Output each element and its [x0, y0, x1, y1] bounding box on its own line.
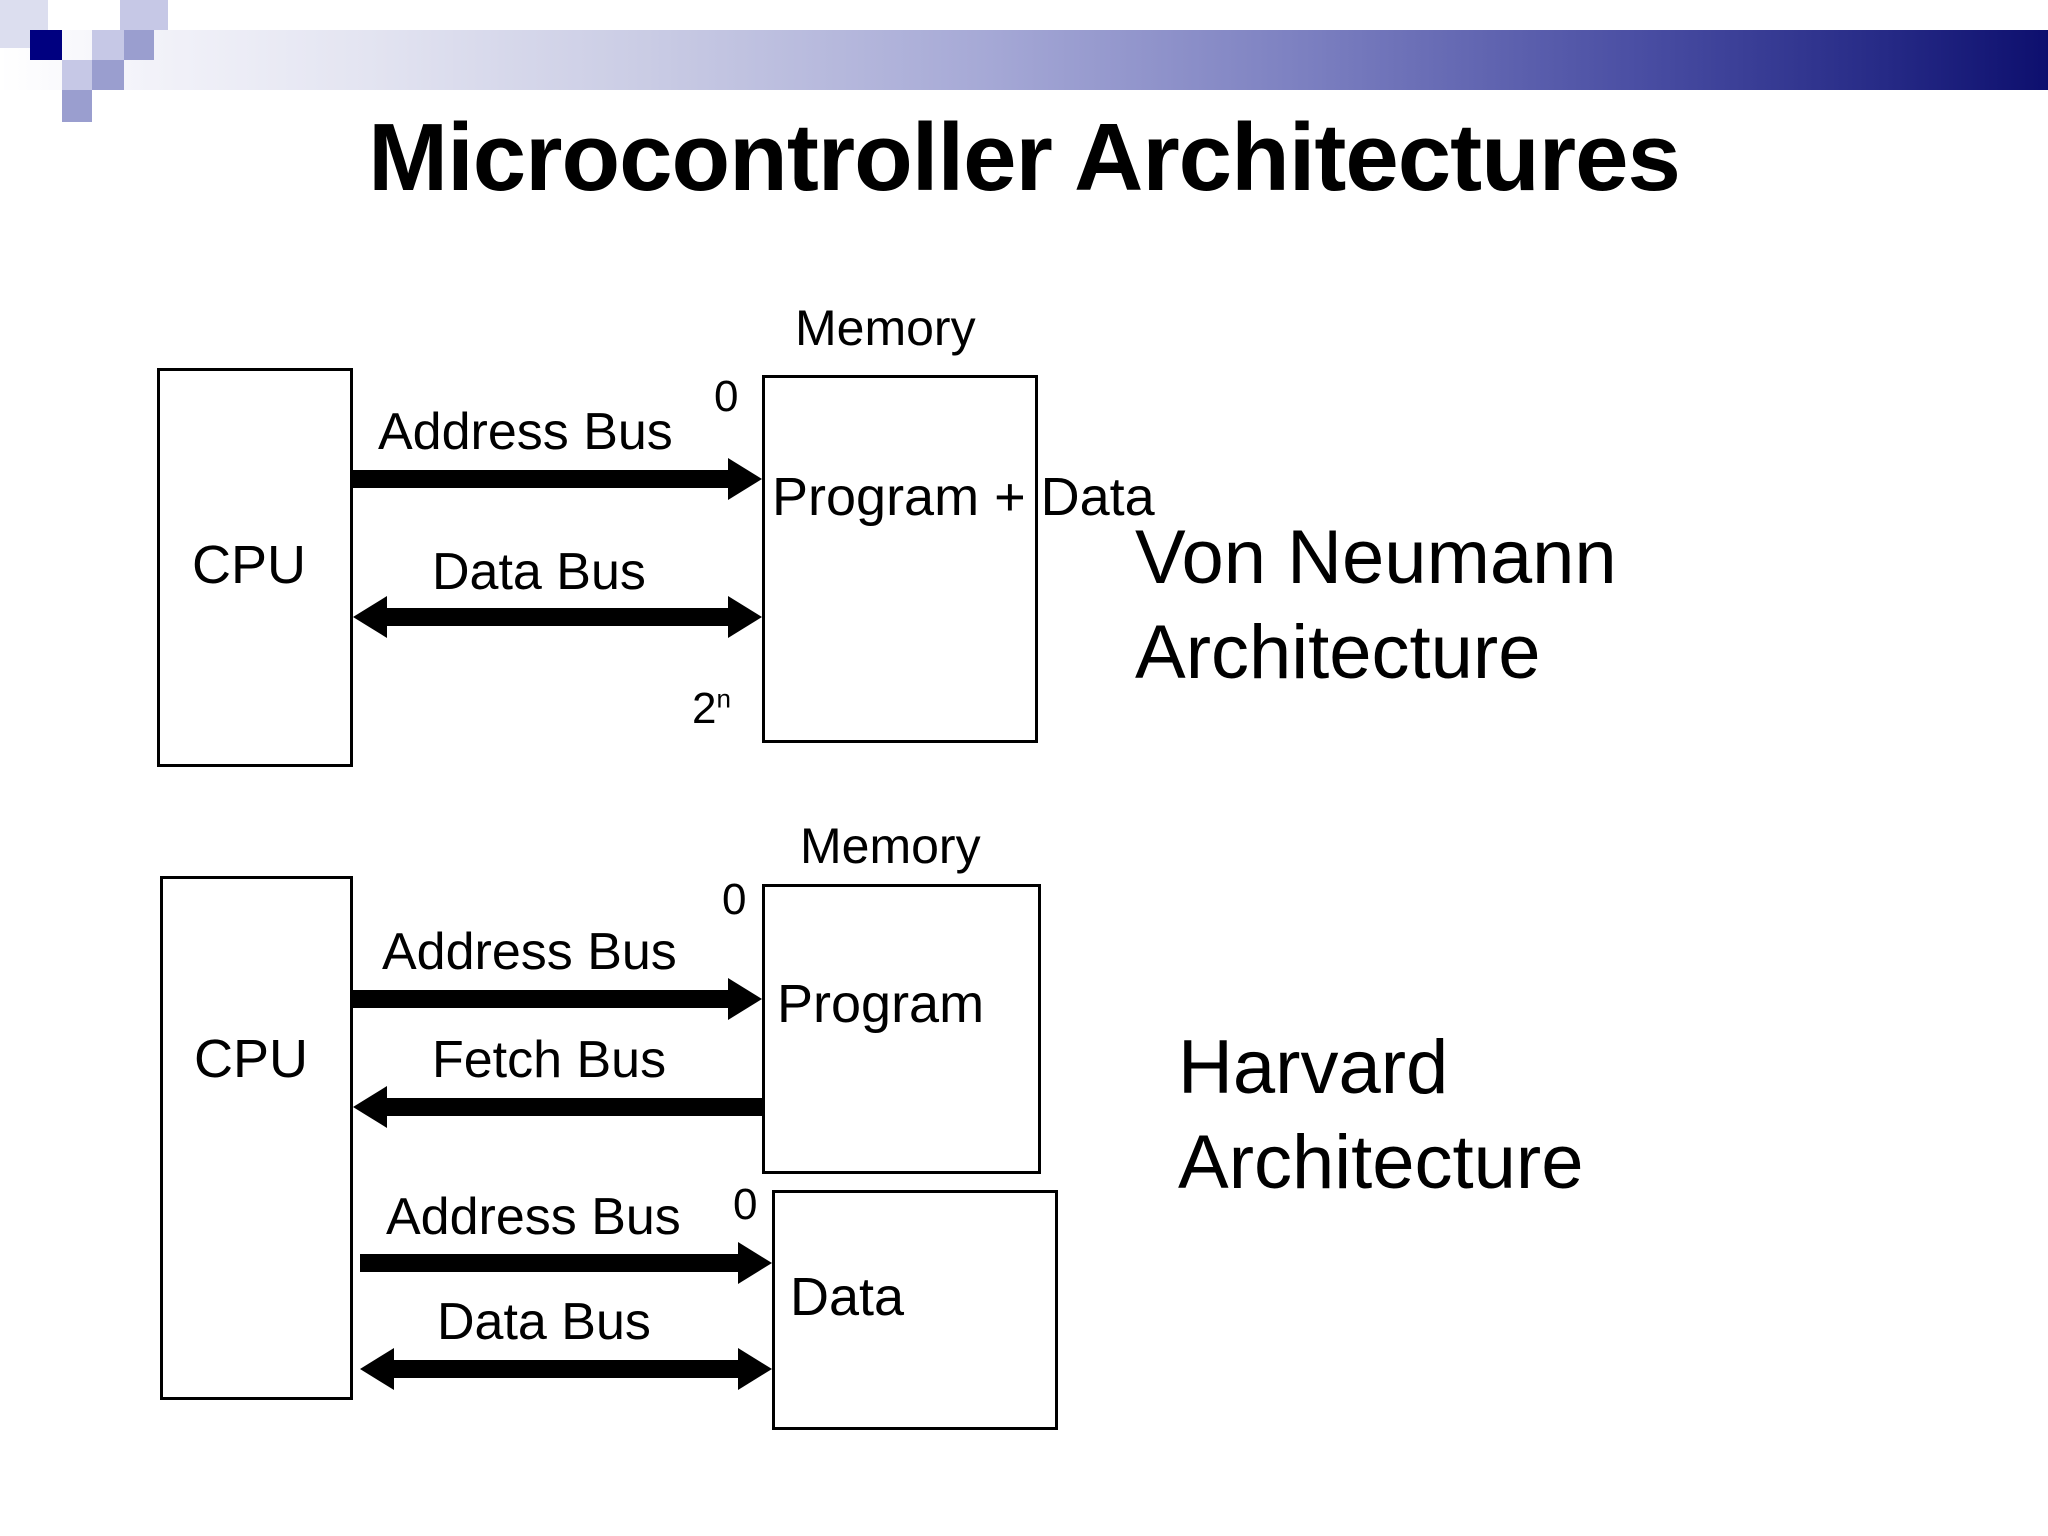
arrow-shaft [387, 608, 728, 626]
bus-arrow-data-harvard [360, 1348, 772, 1390]
slide-header-decoration [0, 0, 2048, 125]
data-memory-label-harvard: Data [790, 1267, 905, 1327]
bus-label-fetch-harvard: Fetch Bus [432, 1031, 667, 1089]
deco-square-lavender-3 [62, 60, 92, 90]
arrow-head-left [353, 596, 387, 638]
arrow-head-right [738, 1348, 772, 1390]
memory-addr-bottom-von-neumann: 2n [692, 684, 731, 734]
arrow-head-left [353, 1086, 387, 1128]
data-addr-zero-harvard: 0 [733, 1180, 758, 1229]
deco-square-mid-1 [124, 30, 154, 60]
deco-square-lavender-1 [120, 0, 168, 30]
memory-label-von-neumann: Program + Data [772, 467, 1155, 527]
deco-square-mid-3 [62, 90, 92, 122]
slide-title: Microcontroller Architectures [368, 104, 1681, 211]
arrow-head-right [728, 978, 762, 1020]
bus-arrow-fetch-harvard [353, 1086, 762, 1128]
cpu-label-harvard: CPU [194, 1029, 309, 1089]
memory-addr-top-von-neumann: 0 [714, 372, 739, 421]
bus-label-address-vn: Address Bus [378, 403, 673, 461]
caption-von-neumann: Von Neumann Architecture [1135, 515, 1617, 695]
arrow-head-left [360, 1348, 394, 1390]
arrow-shaft [394, 1360, 738, 1378]
program-memory-label-harvard: Program [777, 974, 985, 1034]
deco-square-navy [30, 30, 62, 60]
bus-label-data-vn: Data Bus [432, 543, 646, 601]
memory-label-line-1: Program + Data [772, 467, 1155, 527]
cpu-box-von-neumann [157, 368, 353, 767]
memory-box-von-neumann [762, 375, 1038, 743]
arrow-shaft [387, 1098, 762, 1116]
bus-arrow-address-vn [353, 458, 762, 500]
bus-arrow-address-program-harvard [353, 978, 762, 1020]
bus-arrow-address-data-harvard [360, 1242, 772, 1284]
program-memory-box-harvard [762, 884, 1041, 1174]
arrow-head-right [738, 1242, 772, 1284]
arrow-head-right [728, 596, 762, 638]
cpu-label-von-neumann: CPU [192, 535, 307, 595]
header-gradient-bar [0, 30, 2048, 90]
arrow-head-right [728, 458, 762, 500]
deco-square-lavender-2 [92, 30, 124, 60]
cpu-box-harvard [160, 876, 353, 1400]
deco-square-mid-2 [92, 60, 124, 90]
bus-label-address-data-harvard: Address Bus [386, 1188, 681, 1246]
bus-label-data-harvard: Data Bus [437, 1293, 651, 1351]
bus-label-address-program-harvard: Address Bus [382, 923, 677, 981]
program-addr-zero-harvard: 0 [722, 875, 747, 924]
addr-bottom-exponent: n [716, 683, 731, 714]
memory-title-harvard: Memory [800, 818, 981, 874]
arrow-shaft [353, 990, 728, 1008]
data-memory-box-harvard [772, 1190, 1058, 1430]
arrow-shaft [353, 470, 728, 488]
memory-title-von-neumann: Memory [795, 300, 976, 356]
caption-harvard: Harvard Architecture [1178, 1025, 1584, 1205]
arrow-shaft [360, 1254, 738, 1272]
bus-arrow-data-vn [353, 596, 762, 638]
addr-bottom-base: 2 [692, 684, 717, 733]
